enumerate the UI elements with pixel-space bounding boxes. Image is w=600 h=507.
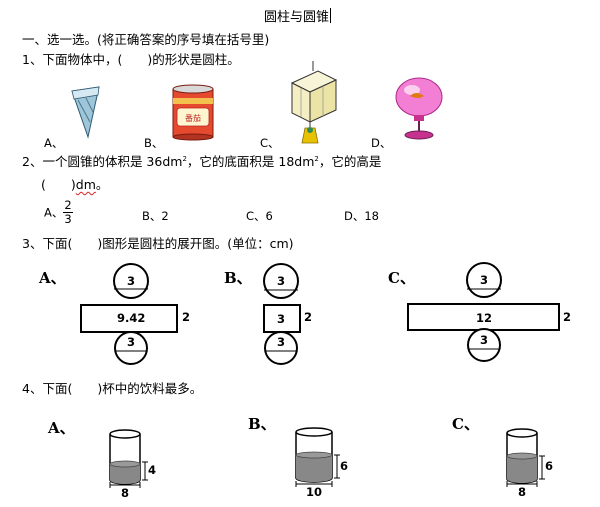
tin-can-image: 番茄 bbox=[172, 84, 214, 141]
q2-end: 。 bbox=[95, 177, 109, 192]
fig-b-bottom-radius: 3 bbox=[277, 335, 286, 349]
cup-a-height: 4 bbox=[148, 463, 157, 477]
fig-b-label: B、 bbox=[224, 269, 252, 287]
q2-option-d: D、18 bbox=[344, 209, 379, 223]
q2-blank: ( ) bbox=[41, 177, 76, 192]
question-2: 2、一个圆锥的体积是 36dm2，它的底面积是 18dm2，它的高是 bbox=[22, 154, 381, 170]
q2-option-c: C、6 bbox=[246, 209, 273, 223]
fig-a-side: 2 bbox=[182, 310, 191, 324]
can-label: 番茄 bbox=[185, 113, 201, 123]
unfold-figure-b bbox=[263, 263, 301, 365]
fig-b-rect-length: 3 bbox=[277, 312, 286, 326]
question-1: 1、下面物体中，( )的形状是圆柱。 bbox=[22, 52, 240, 67]
q1-option-d: D、 bbox=[371, 136, 392, 150]
fig-a-label: A、 bbox=[39, 269, 66, 287]
cup-a-label: A、 bbox=[48, 419, 75, 437]
cup-a-width: 8 bbox=[121, 486, 130, 500]
q2-text-b: ，它的底面积是 18dm bbox=[186, 154, 315, 169]
q2-unit: dm bbox=[75, 177, 96, 192]
fig-a-rect-length: 9.42 bbox=[117, 311, 146, 325]
title-text: 圆柱与圆锥 bbox=[264, 10, 330, 25]
fig-c-bottom-radius: 3 bbox=[480, 333, 489, 347]
fig-a-bottom-radius: 3 bbox=[127, 335, 136, 349]
cup-b-label: B、 bbox=[248, 415, 276, 433]
question-3: 3、下面( )图形是圆柱的展开图。(单位：cm) bbox=[22, 236, 294, 251]
cup-c-height: 6 bbox=[545, 459, 554, 473]
fig-b-side: 2 bbox=[304, 310, 313, 324]
fig-c-side: 2 bbox=[563, 310, 572, 324]
q2-sup-2: 2 bbox=[314, 154, 319, 163]
cup-b bbox=[295, 427, 340, 487]
ice-cream-cone-image bbox=[71, 86, 100, 139]
fig-c-top-radius: 3 bbox=[480, 273, 489, 287]
cup-b-width: 10 bbox=[306, 485, 323, 499]
section-heading: 一、选一选。(将正确答案的序号填在括号里) bbox=[22, 32, 270, 47]
fig-a-top-radius: 3 bbox=[127, 274, 136, 288]
q1-option-b: B、 bbox=[144, 136, 164, 150]
document-title: 圆柱与圆锥 bbox=[264, 6, 332, 25]
lantern-image bbox=[290, 61, 338, 144]
cup-c-label: C、 bbox=[452, 415, 479, 433]
q2-sup-1: 2 bbox=[182, 154, 187, 163]
fig-c-label: C、 bbox=[388, 269, 415, 287]
cup-c-width: 8 bbox=[518, 485, 527, 499]
cup-c bbox=[506, 428, 545, 487]
text-cursor bbox=[330, 8, 332, 23]
cup-a bbox=[109, 429, 148, 488]
question-2-line2: ( )dm。 bbox=[41, 177, 108, 193]
lamp-image bbox=[395, 77, 443, 140]
q2-option-b: B、2 bbox=[142, 209, 169, 223]
fraction-numerator: 2 bbox=[63, 198, 73, 213]
fig-c-rect-length: 12 bbox=[476, 311, 493, 325]
question-4: 4、下面( )杯中的饮料最多。 bbox=[22, 381, 203, 396]
q2-text-c: ，它的高是 bbox=[318, 154, 382, 169]
q1-option-a: A、 bbox=[44, 136, 64, 150]
q2-option-a-label: A、 bbox=[44, 205, 64, 220]
q1-option-c: C、 bbox=[260, 136, 280, 150]
cup-b-height: 6 bbox=[340, 459, 349, 473]
unfold-figure-c bbox=[407, 262, 560, 362]
q2-text-a: 2、一个圆锥的体积是 36dm bbox=[22, 154, 183, 169]
fraction-denominator: 3 bbox=[64, 212, 72, 226]
fig-b-top-radius: 3 bbox=[277, 274, 286, 288]
unfold-figure-a bbox=[80, 263, 178, 365]
